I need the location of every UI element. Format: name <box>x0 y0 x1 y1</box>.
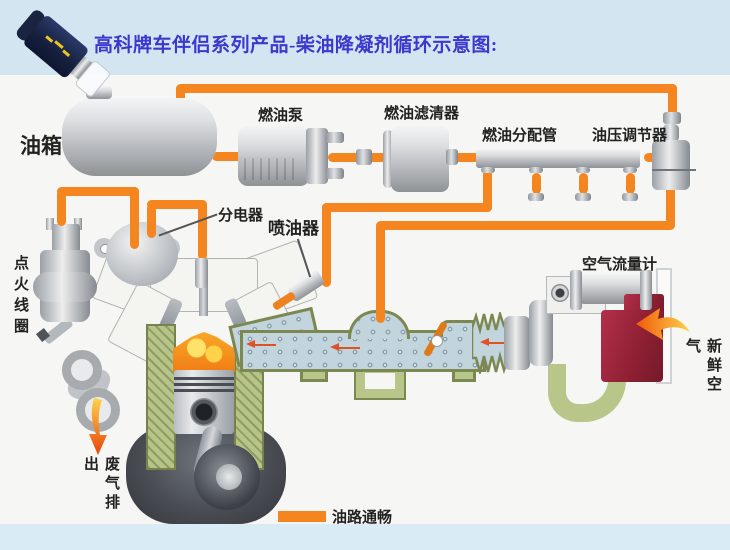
manifold-step <box>440 320 480 337</box>
rail-stub-foot <box>528 193 544 201</box>
piston-ring <box>174 377 234 380</box>
air-flow-meter-label: 空气流量计 <box>582 256 658 273</box>
pipe-tank-top-riser <box>176 86 185 102</box>
top-band <box>0 0 730 75</box>
pipe-injector-run <box>322 203 492 212</box>
intake-sleeve <box>504 316 530 370</box>
fresh-air-label: 新鲜空气 <box>684 338 722 395</box>
pipe-injector-drop <box>322 203 331 287</box>
fuel-pump-end-cap <box>306 128 328 184</box>
flow-arrow-left <box>246 340 276 349</box>
pipe-manifold-drop <box>376 221 385 323</box>
rail-injector-stub <box>532 173 541 194</box>
combustion-flame <box>173 332 235 372</box>
coil-neck <box>52 224 80 254</box>
meter-bolt <box>551 284 569 302</box>
spark-plug-connector <box>195 258 208 288</box>
throttle-valve-pivot <box>431 335 443 347</box>
fuel-rail <box>476 149 640 168</box>
pipe-return-run <box>378 221 675 230</box>
pipe-regulator-return <box>666 186 675 228</box>
ignition-coil-label: 点火线圈 <box>12 255 29 339</box>
regulator-top-fitting <box>663 112 681 124</box>
distributor-leader-line <box>158 213 218 237</box>
legend-oil-path-swatch <box>278 511 326 522</box>
exhaust-out-arrow <box>89 398 107 455</box>
fuel-pump-grille <box>244 158 300 180</box>
fuel-pump <box>238 126 310 186</box>
injector-label: 喷油器 <box>268 219 319 238</box>
rail-stub-block <box>529 167 543 173</box>
pipe-filter-to-rail <box>452 153 480 162</box>
pipe-tank-to-pump <box>212 152 244 161</box>
fuel-filter <box>391 126 449 192</box>
distributor-label: 分电器 <box>218 207 264 224</box>
pipe-rail-to-regulator <box>644 153 656 162</box>
rail-stub-block <box>481 167 495 173</box>
meter-flange-left <box>570 270 582 310</box>
coil-terminal <box>46 218 54 230</box>
rail-injector-stub <box>626 173 635 194</box>
coil-lead-drop <box>130 187 139 249</box>
fuel-filter-label: 燃油滤清器 <box>384 105 460 122</box>
fuel-rail-label: 燃油分配管 <box>482 127 558 144</box>
pipe-rail-stub-down <box>483 170 492 212</box>
piston-ring <box>174 383 234 386</box>
pump-outlet-bottom <box>326 168 344 179</box>
plug-lead-drop <box>198 200 207 260</box>
meter-flange-right <box>640 270 652 310</box>
cylinder-wall-left <box>146 324 176 470</box>
coil-bulge <box>33 272 97 302</box>
spark-plug <box>199 282 208 316</box>
pipe-top-run <box>176 84 677 93</box>
plug-lead-run <box>147 200 207 209</box>
pump-outlet-top <box>326 132 344 143</box>
fresh-air-arrow <box>636 308 690 340</box>
pipe-fitting <box>356 149 372 165</box>
crank-journal <box>216 464 242 490</box>
exhaust-port <box>62 350 102 390</box>
page-title: 高科牌车伴侣系列产品-柴油降凝剂循环示意图: <box>94 35 498 56</box>
pressure-regulator-label: 油压调节器 <box>592 127 668 144</box>
rail-stub-block <box>623 167 637 173</box>
tank-label: 油箱 <box>20 135 62 158</box>
bottom-band <box>0 524 730 550</box>
flow-arrow-left <box>480 338 510 347</box>
regulator-neck <box>663 124 679 142</box>
rail-stub-foot <box>622 193 638 201</box>
fuel-tank <box>62 98 217 176</box>
rail-stub-block <box>576 167 590 173</box>
coil-lead-run <box>57 187 139 196</box>
plug-lead-riser <box>147 204 156 238</box>
legend-oil-path-label: 油路通畅 <box>332 509 393 526</box>
fuel-filter-nipple <box>446 149 458 165</box>
flow-arrow-left <box>330 343 360 352</box>
pipe-regulator-drop <box>668 84 677 116</box>
regulator-seam <box>652 169 696 171</box>
fuel-filter-flange <box>383 130 393 188</box>
rail-stub-foot <box>575 193 591 201</box>
piston-ring <box>174 389 234 392</box>
wrist-pin <box>190 398 218 426</box>
rail-injector-stub <box>579 173 588 194</box>
exhaust-out-label: 废气排出 <box>82 456 120 513</box>
fuel-pump-label: 燃油泵 <box>258 107 304 124</box>
coil-lead-riser <box>57 190 66 226</box>
pressure-regulator <box>652 140 690 190</box>
